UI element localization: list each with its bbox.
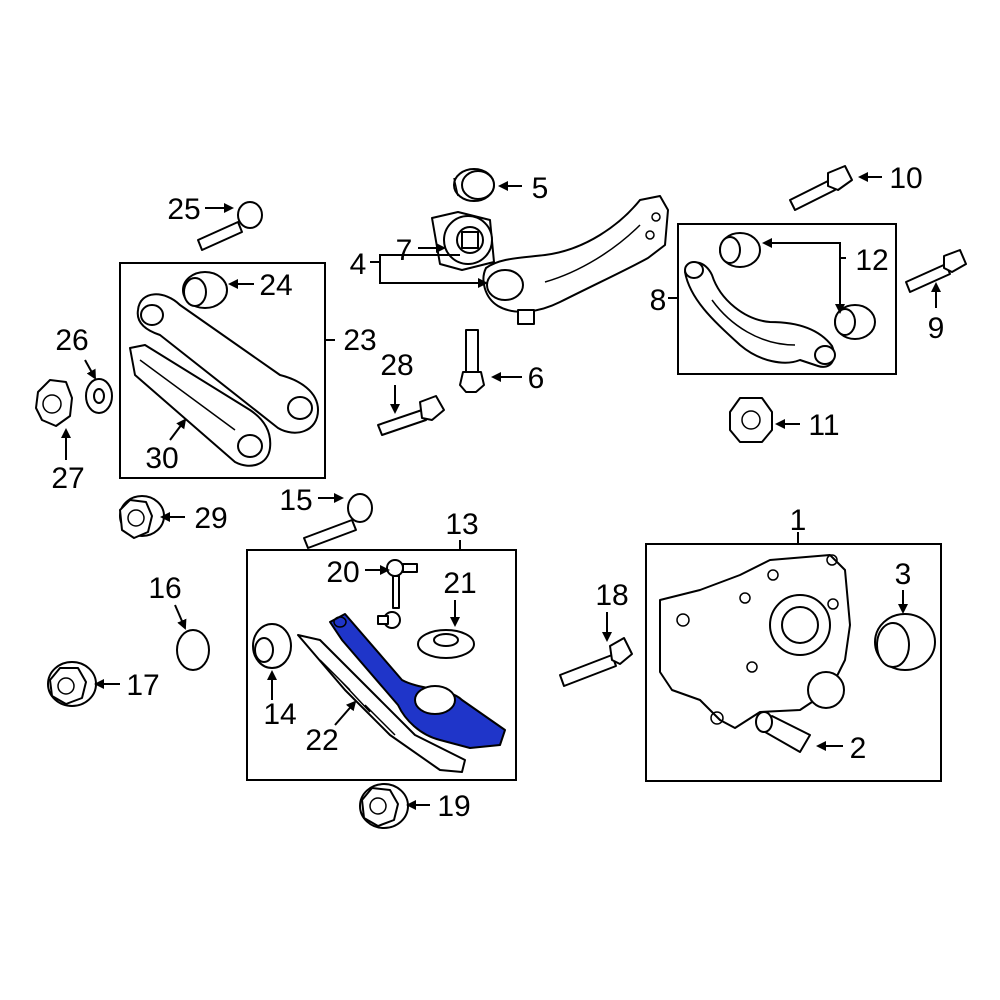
callout-25: 25 — [167, 193, 200, 226]
bolt-part-10 — [789, 165, 853, 211]
bushing-part-14 — [252, 623, 292, 669]
callout-3: 3 — [895, 558, 912, 591]
callout-21: 21 — [443, 567, 476, 600]
callout-29: 29 — [194, 502, 227, 535]
bolt-part-25 — [197, 201, 263, 251]
callout-12: 12 — [855, 244, 888, 277]
callout-18: 18 — [595, 579, 628, 612]
group-box-13 — [246, 549, 517, 781]
knuckle-part-1 — [659, 554, 851, 729]
callout-19: 19 — [437, 790, 470, 823]
bushing-part-7 — [431, 211, 495, 271]
lateral-arm-part-30 — [129, 344, 272, 467]
bushing-part-12b — [834, 304, 876, 340]
washer-part-16 — [176, 629, 210, 671]
callout-24: 24 — [259, 269, 292, 302]
shield-part-22 — [297, 634, 466, 773]
callout-20: 20 — [326, 556, 359, 589]
callout-5: 5 — [532, 172, 549, 205]
lower-control-arm-part-highlighted — [329, 613, 506, 749]
nut-part-19 — [359, 783, 409, 829]
callout-23: 23 — [343, 324, 376, 357]
callout-1: 1 — [790, 504, 807, 537]
leader-lines — [61, 172, 941, 810]
callout-14: 14 — [263, 698, 296, 731]
callout-27: 27 — [51, 462, 84, 495]
bushing-part-3 — [874, 613, 936, 671]
callout-17: 17 — [126, 669, 159, 702]
callout-30: 30 — [145, 442, 178, 475]
callout-4: 4 — [350, 248, 367, 281]
callout-11: 11 — [808, 409, 839, 442]
bushing-part-12a — [719, 232, 761, 268]
nut-part-29 — [119, 495, 165, 539]
nut-part-11 — [729, 397, 773, 443]
bolt-part-28 — [377, 395, 445, 436]
callout-28: 28 — [380, 349, 413, 382]
spring-seat-part-21 — [417, 629, 475, 659]
callout-7: 7 — [396, 234, 413, 267]
callout-16: 16 — [148, 572, 181, 605]
group-box-23 — [119, 262, 326, 479]
group-box-1 — [645, 543, 942, 782]
callout-22: 22 — [305, 724, 338, 757]
bolt-part-6 — [459, 329, 485, 393]
lateral-arm-part-23 — [136, 293, 319, 434]
callout-2: 2 — [850, 732, 867, 765]
bushing-part-24 — [182, 271, 228, 309]
bushing-part-5 — [453, 168, 495, 202]
bolt-part-9 — [905, 249, 967, 293]
nut-part-27 — [35, 379, 73, 427]
callout-13: 13 — [445, 508, 478, 541]
callout-labels: 1 2 3 4 5 6 7 8 9 10 11 12 13 14 15 16 1… — [51, 162, 944, 823]
bolt-part-15 — [303, 493, 373, 549]
washer-part-26 — [85, 378, 113, 414]
callout-6: 6 — [528, 362, 545, 395]
callout-15: 15 — [279, 484, 312, 517]
bolt-part-2 — [755, 711, 811, 753]
callout-10: 10 — [889, 162, 922, 195]
callout-26: 26 — [55, 324, 88, 357]
trailing-arm-part-4 — [482, 195, 669, 325]
callout-8: 8 — [650, 284, 667, 317]
callout-9: 9 — [928, 312, 945, 345]
bolt-part-18 — [559, 637, 633, 687]
nut-part-17 — [47, 661, 97, 707]
upper-arm-part-8 — [684, 261, 836, 368]
